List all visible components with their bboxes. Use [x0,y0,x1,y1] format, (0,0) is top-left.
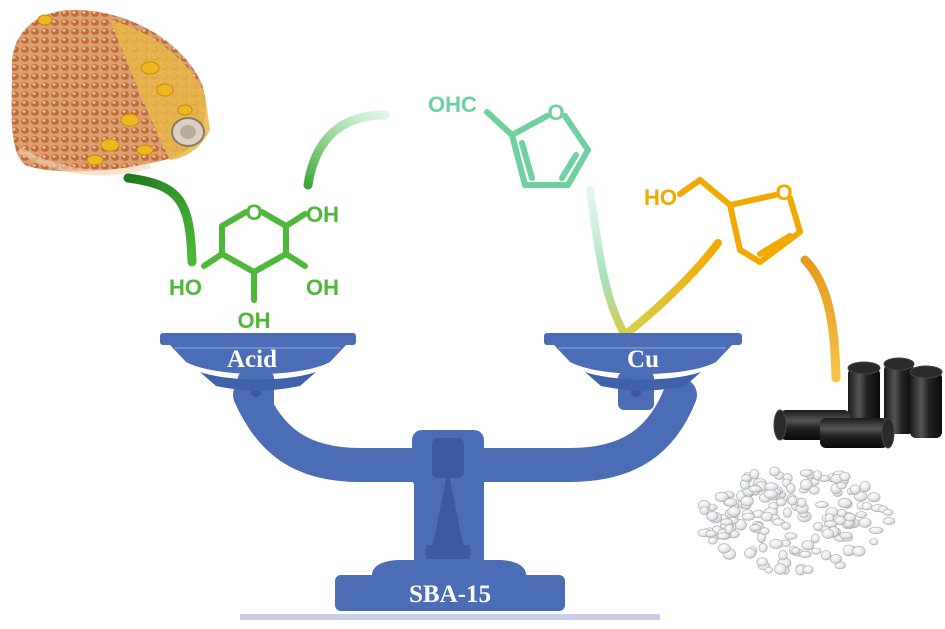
glucose-ring-oxygen: O [245,200,262,225]
black-tubes-image [773,357,943,449]
glucose-oh-bottom: OH [238,308,271,333]
hmf-hydroxyl: HO [644,185,677,210]
sba15-label: SBA-15 [409,581,491,608]
cu-pan [544,333,742,391]
arrow-cu-to-hmf [621,239,722,339]
glucose-structure [201,209,308,303]
acid-pan [160,333,356,391]
arrow-corn-to-glucose [123,173,197,267]
furfural-ring-oxygen: O [547,100,564,125]
furfural-structure [484,109,591,188]
glucose-oh-right: OH [306,275,339,300]
white-pellets-image [697,466,896,576]
acid-label: Acid [227,346,277,373]
arrow-hmf-to-products [800,255,841,383]
furfural-aldehyde: OHC [428,92,477,117]
cu-label: Cu [627,346,659,373]
arrow-furfural-to-cu [586,186,629,339]
hmf-ring-oxygen: O [775,180,792,205]
corn-cob-image [11,9,210,176]
glucose-oh-left: HO [169,275,202,300]
glucose-oh-top-right: OH [306,202,339,227]
hmf-structure [677,177,803,265]
arrow-glucose-to-furfural [303,110,390,190]
balance-scale [160,333,742,620]
